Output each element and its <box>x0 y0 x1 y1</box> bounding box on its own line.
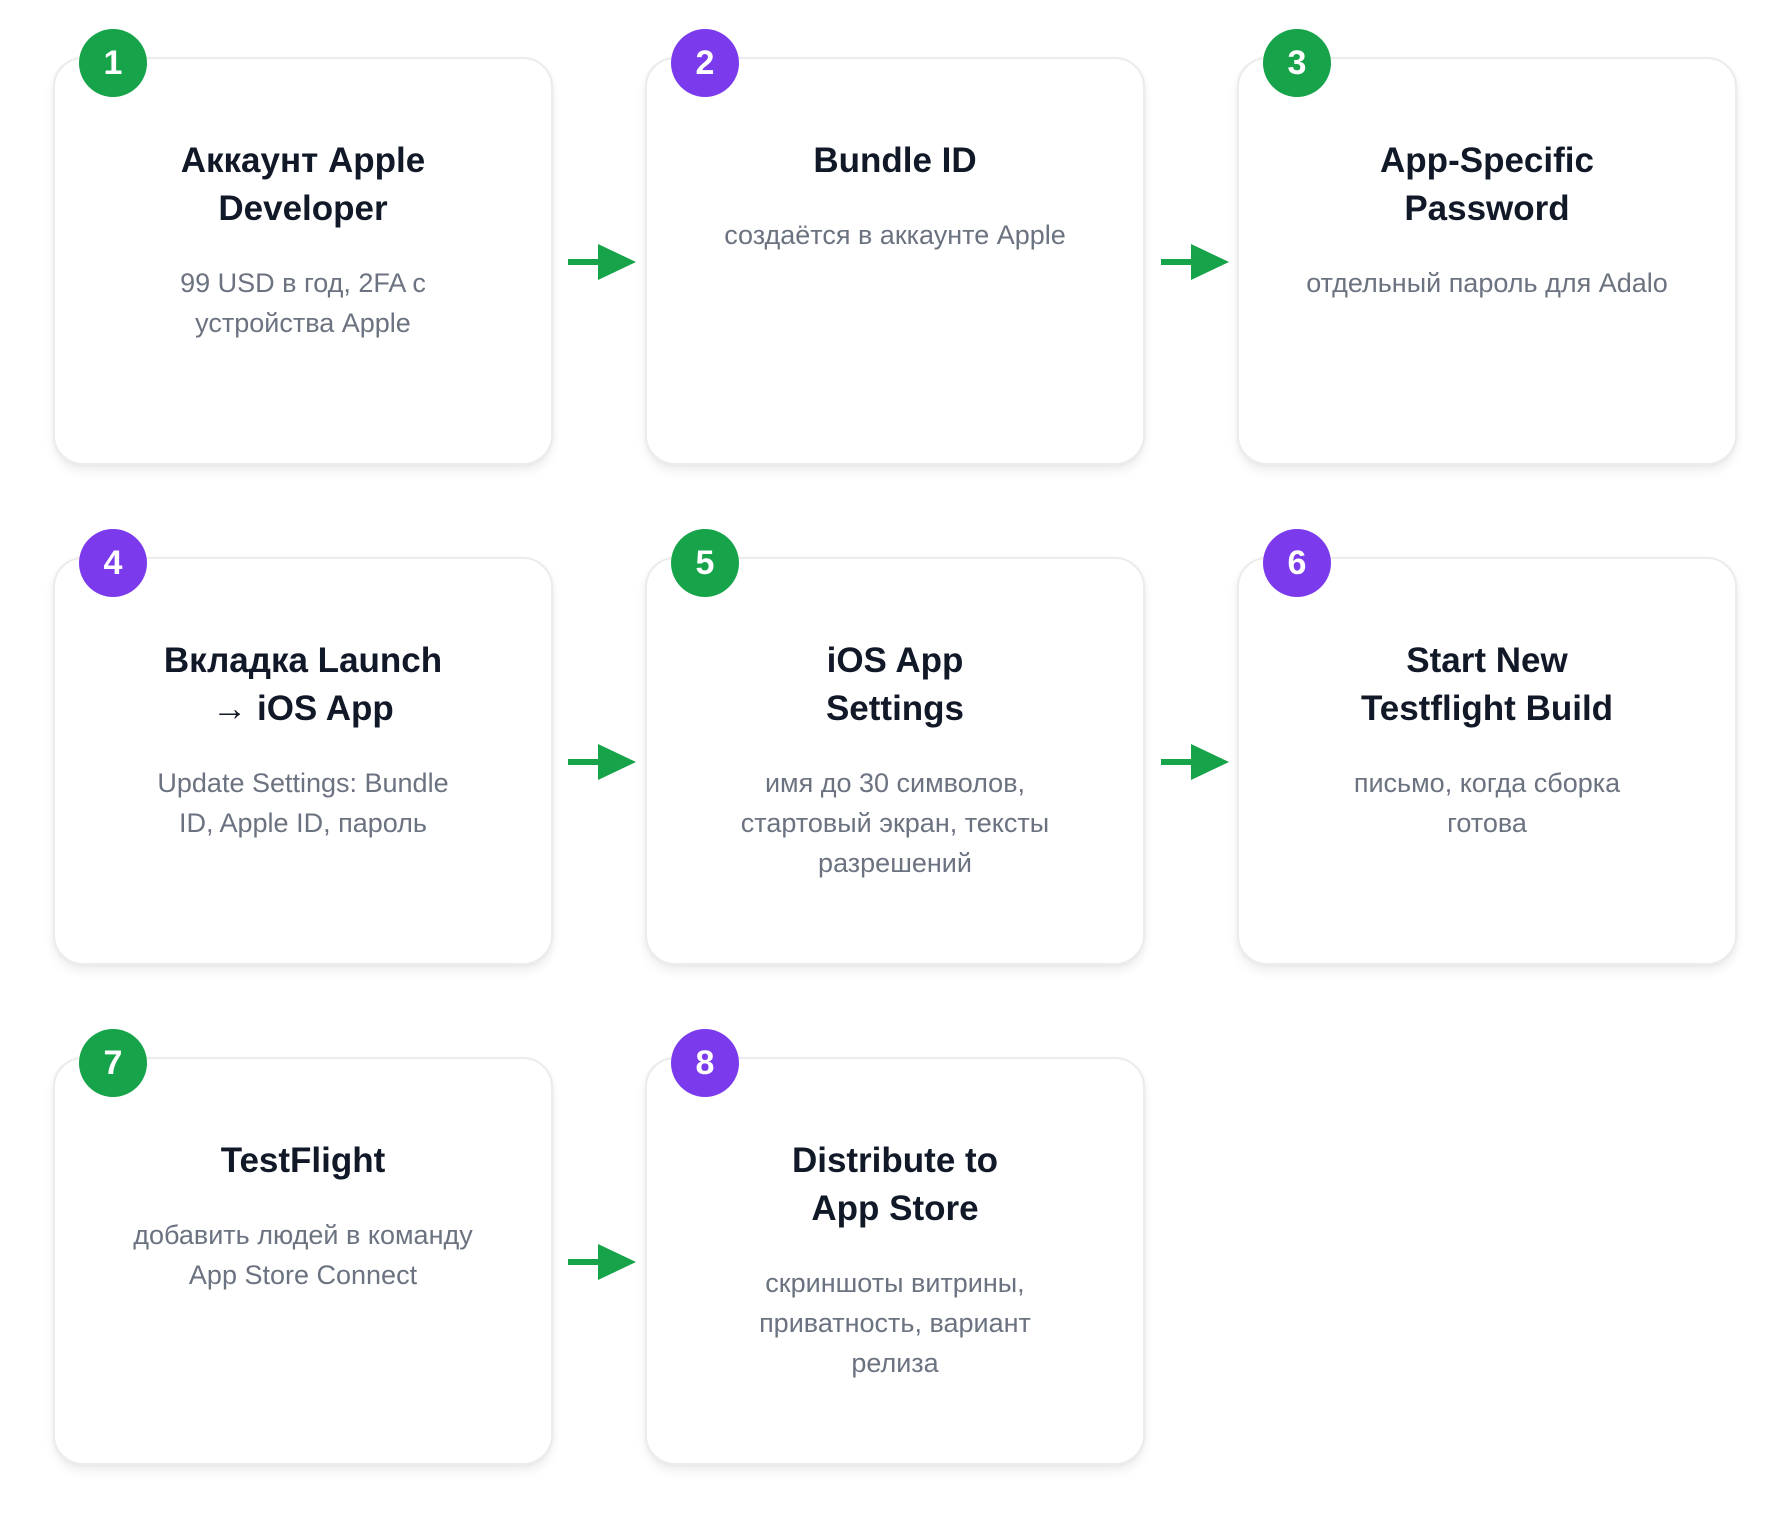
step-number-badge: 8 <box>671 1029 739 1097</box>
step-card-2: 2 Bundle ID создаётся в аккаунте Apple <box>645 29 1145 465</box>
step-title-line: App-Specific <box>1380 141 1594 180</box>
step-title: TestFlight добавить людей в команду App … <box>85 1137 521 1295</box>
arrow-right-icon <box>568 744 636 780</box>
step-title: Start New Testflight Build письмо, когда… <box>1269 637 1705 843</box>
step-title: Вкладка Launch → iOS App Update Settings… <box>85 637 521 843</box>
step-title-line: Start New <box>1406 641 1568 680</box>
step-title-line: → iOS App <box>212 689 394 728</box>
step-title-line: Developer <box>218 189 388 228</box>
step-description-line: стартовый экран, тексты <box>740 808 1050 838</box>
step-title: App-Specific Password отдельный пароль д… <box>1269 137 1705 303</box>
step-title-line: App Store <box>811 1189 979 1228</box>
step-title-line: Password <box>1404 189 1570 228</box>
arrow-right-icon <box>1161 744 1229 780</box>
step-description: Update Settings: Bundle ID, Apple ID, па… <box>85 763 521 843</box>
step-title-line: Аккаунт Apple <box>180 141 426 180</box>
step-card-5: 5 iOS App Settings имя до 30 символов, с… <box>645 529 1145 965</box>
step-number-badge: 4 <box>79 529 147 597</box>
step-card-6: 6 Start New Testflight Build письмо, ког… <box>1237 529 1737 965</box>
step-description-line: устройства Apple <box>195 308 411 338</box>
step-description-line: релиза <box>851 1348 939 1378</box>
step-card-7: 7 TestFlight добавить людей в команду Ap… <box>53 1029 553 1465</box>
step-title-line: iOS App <box>826 641 964 680</box>
step-description-line: приватность, вариант <box>759 1308 1031 1338</box>
step-title-line: Bundle ID <box>813 141 977 180</box>
step-title-line: Вкладка Launch <box>163 641 443 680</box>
step-description-line: ID, Apple ID, пароль <box>179 808 427 838</box>
step-card-3: 3 App-Specific Password отдельный пароль… <box>1237 29 1737 465</box>
step-description-line: App Store Connect <box>188 1260 418 1290</box>
step-title: iOS App Settings имя до 30 символов, ста… <box>677 637 1113 883</box>
arrow-right-icon <box>568 244 636 280</box>
step-description-line: Update Settings: Bundle <box>157 768 449 798</box>
step-title-line: TestFlight <box>220 1141 386 1180</box>
arrow-right-icon <box>568 1244 636 1280</box>
step-description-line: имя до 30 символов, <box>764 768 1026 798</box>
step-number-badge: 5 <box>671 529 739 597</box>
step-description: отдельный пароль для Adalo <box>1269 263 1705 303</box>
step-title-line: Testflight Build <box>1360 689 1614 728</box>
step-description-line: создаётся в аккаунте Apple <box>724 220 1066 250</box>
step-card-4: 4 Вкладка Launch → iOS App Update Settin… <box>53 529 553 965</box>
step-description-line: добавить людей в команду <box>133 1220 473 1250</box>
step-title-line: Settings <box>825 689 965 728</box>
step-number-badge: 1 <box>79 29 147 97</box>
step-description: письмо, когда сборка готова <box>1269 763 1705 843</box>
step-description: создаётся в аккаунте Apple <box>677 215 1113 255</box>
step-description-line: готова <box>1447 808 1527 838</box>
step-number-badge: 3 <box>1263 29 1331 97</box>
step-description-line: отдельный пароль для Adalo <box>1306 268 1668 298</box>
step-description-line: 99 USD в год, 2FA с <box>180 268 426 298</box>
step-number-badge: 6 <box>1263 529 1331 597</box>
step-title: Bundle ID создаётся в аккаунте Apple <box>677 137 1113 255</box>
step-number-badge: 7 <box>79 1029 147 1097</box>
step-title: Distribute to App Store скриншоты витрин… <box>677 1137 1113 1383</box>
step-description: имя до 30 символов, стартовый экран, тек… <box>677 763 1113 883</box>
arrow-right-icon <box>1161 244 1229 280</box>
step-description: 99 USD в год, 2FA с устройства Apple <box>85 263 521 343</box>
step-description-line: скриншоты витрины, <box>765 1268 1025 1298</box>
step-number-badge: 2 <box>671 29 739 97</box>
step-title-line: Distribute to <box>791 1141 999 1180</box>
step-description: скриншоты витрины, приватность, вариант … <box>677 1263 1113 1383</box>
step-card-8: 8 Distribute to App Store скриншоты витр… <box>645 1029 1145 1465</box>
step-title: Аккаунт Apple Developer 99 USD в год, 2F… <box>85 137 521 343</box>
step-description-line: разрешений <box>818 848 972 878</box>
step-description-line: письмо, когда сборка <box>1353 768 1621 798</box>
step-description: добавить людей в команду App Store Conne… <box>85 1215 521 1295</box>
step-card-1: 1 Аккаунт Apple Developer 99 USD в год, … <box>53 29 553 465</box>
